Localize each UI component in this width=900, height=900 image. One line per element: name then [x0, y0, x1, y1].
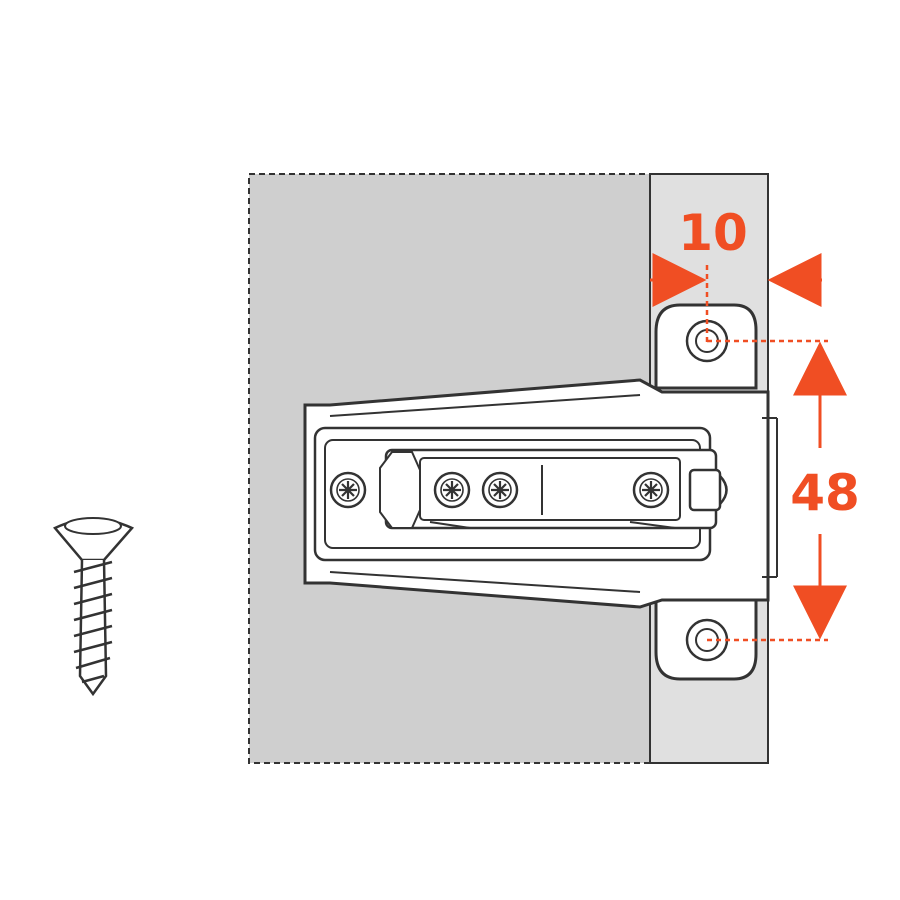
mounting-tab-bottom — [654, 596, 758, 681]
dimension-horizontal-label: 10 — [678, 204, 748, 262]
adjustment-screw-1 — [329, 471, 367, 509]
mounting-tab-top — [654, 303, 758, 390]
adjustment-screw-2 — [433, 471, 471, 509]
dimension-vertical-label: 48 — [790, 464, 860, 522]
hinge-arm — [303, 378, 778, 609]
adjustment-screw-4 — [632, 471, 670, 509]
dimension-vertical: 48 — [707, 339, 860, 642]
countersunk-wood-screw-icon — [52, 517, 135, 697]
dimension-horizontal: 10 — [650, 204, 822, 345]
adjustment-screw-3 — [481, 471, 519, 509]
